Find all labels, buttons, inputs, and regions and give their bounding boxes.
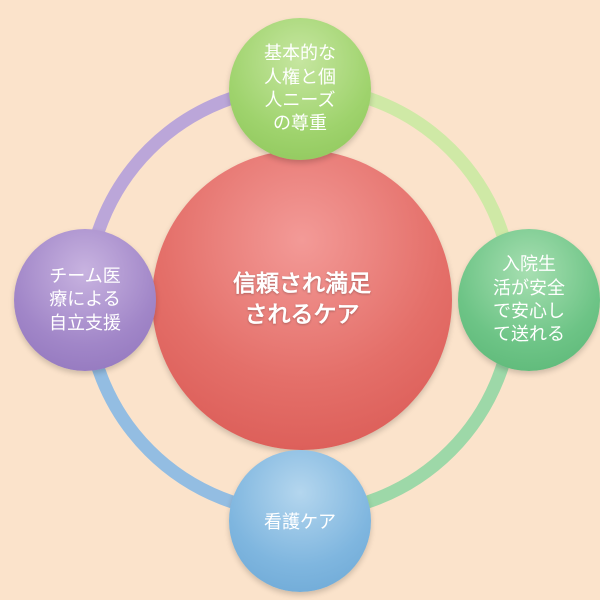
center-circle: 信頼され満足 されるケア: [152, 150, 452, 450]
node-safe-hospital-life: 入院生 活が安全 で安心し て送れる: [458, 229, 600, 371]
node-team-medicine-label: チーム医 療による 自立支援: [49, 265, 121, 334]
node-nursing-care-label: 看護ケア: [264, 512, 336, 533]
node-safe-hospital-life-label: 入院生 活が安全 で安心し て送れる: [493, 254, 565, 346]
node-team-medicine: チーム医 療による 自立支援: [14, 229, 156, 371]
node-human-rights-label: 基本的な 人権と個 人ニーズ の尊重: [264, 43, 336, 135]
node-human-rights: 基本的な 人権と個 人ニーズ の尊重: [229, 18, 371, 160]
center-label: 信頼され満足 されるケア: [233, 270, 371, 328]
node-nursing-care: 看護ケア: [229, 450, 371, 592]
